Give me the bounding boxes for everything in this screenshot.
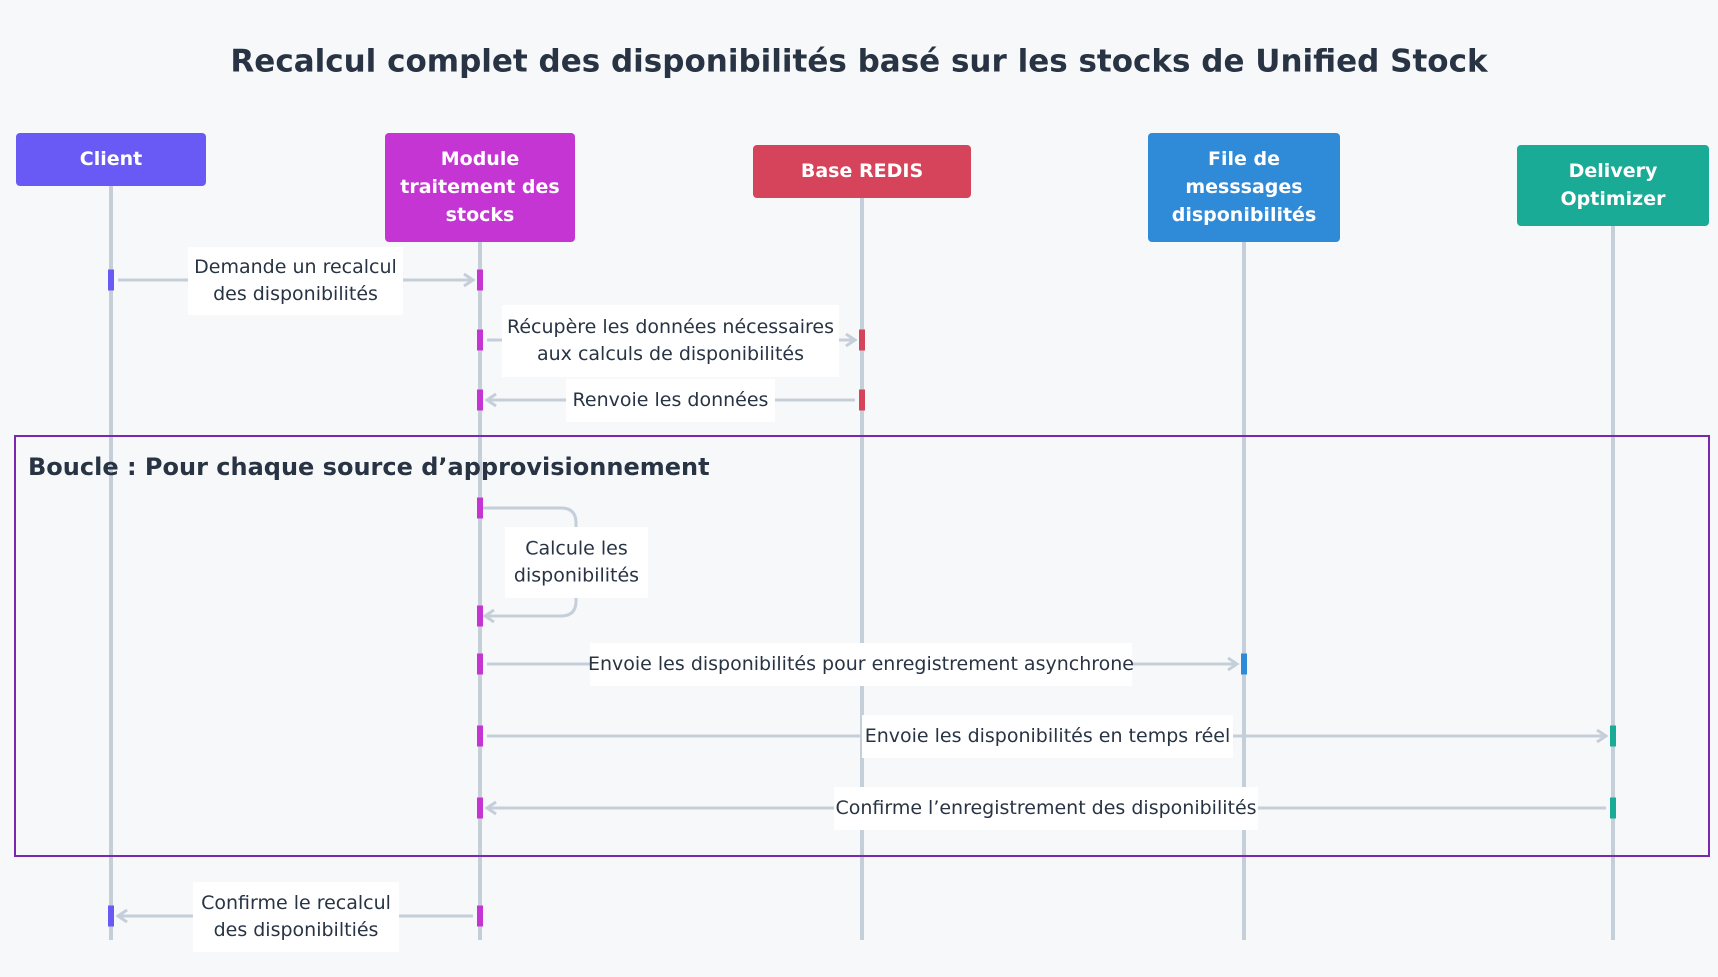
message-5: Envoie les disponibilités en temps réel <box>477 715 1616 758</box>
activation-delivery <box>1610 797 1616 819</box>
actor-box-client <box>16 133 206 186</box>
actor-label-redis: Base REDIS <box>801 160 923 182</box>
activation-delivery <box>1610 725 1616 747</box>
activation-module <box>477 797 483 819</box>
message-label-box <box>188 247 403 315</box>
diagram-title: Recalcul complet des disponibilités basé… <box>230 44 1489 80</box>
message-label-box <box>193 882 399 952</box>
message-label-box <box>566 379 775 422</box>
activation-module <box>477 269 483 291</box>
activation-module <box>477 653 483 675</box>
arrowhead <box>482 608 495 624</box>
loop-label: Boucle : Pour chaque source d’approvisio… <box>28 453 710 481</box>
actor-redis: Base REDIS <box>753 145 971 198</box>
message-2: Renvoie les données <box>477 379 865 422</box>
activation-module <box>477 497 483 519</box>
message-label-box <box>505 527 648 598</box>
activation-module <box>477 725 483 747</box>
message-6: Confirme l’enregistrement des disponibil… <box>477 787 1616 830</box>
actor-box-module <box>385 133 575 242</box>
activation-redis <box>859 389 865 411</box>
actor-label-client: Client <box>80 148 142 170</box>
loop-frame-border <box>14 435 1710 857</box>
activation-client <box>108 905 114 927</box>
loop-frame: Boucle : Pour chaque source d’approvisio… <box>14 435 1710 857</box>
arrowhead <box>463 272 476 288</box>
activation-file <box>1241 653 1247 675</box>
activation-module <box>477 329 483 351</box>
arrowhead <box>484 392 497 408</box>
message-label-box <box>834 787 1258 830</box>
message-label: Envoie les disponibilités pour enregistr… <box>588 653 1134 675</box>
arrowhead <box>845 332 858 348</box>
message-label-box <box>862 715 1233 758</box>
activation-module <box>477 905 483 927</box>
activation-redis <box>859 329 865 351</box>
activation-module <box>477 605 483 627</box>
arrowhead <box>115 908 128 924</box>
activation-client <box>108 269 114 291</box>
arrowhead <box>1596 728 1609 744</box>
message-label: Renvoie les données <box>573 389 769 411</box>
actor-client: Client <box>16 133 206 186</box>
actor-box-delivery <box>1517 145 1709 226</box>
message-4: Envoie les disponibilités pour enregistr… <box>477 643 1247 686</box>
actor-box-redis <box>753 145 971 198</box>
message-label-box <box>502 305 839 377</box>
actor-box-file <box>1148 133 1340 242</box>
arrowhead <box>1227 656 1240 672</box>
message-label: Envoie les disponibilités en temps réel <box>865 725 1231 747</box>
message-label: Confirme l’enregistrement des disponibil… <box>835 797 1256 819</box>
arrowhead <box>484 800 497 816</box>
message-label-box <box>590 643 1132 686</box>
activation-module <box>477 389 483 411</box>
